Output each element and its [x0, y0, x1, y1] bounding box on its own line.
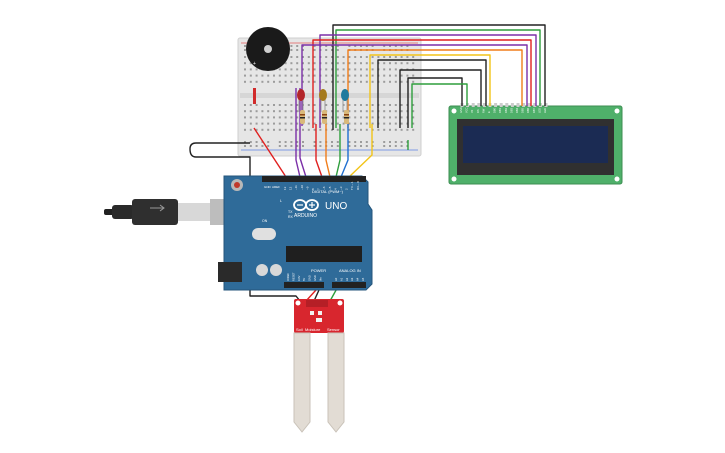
lcd-pin-label: E: [487, 111, 491, 113]
analog-pin-label: A4: [356, 277, 360, 281]
sensor-label-sensor: Sensor: [327, 327, 340, 332]
aref-label: AREF: [272, 185, 280, 189]
digital-pin-label: 7: [317, 188, 321, 190]
on-led-label: ON: [262, 219, 268, 223]
lcd-pin: [494, 103, 498, 107]
analog-pin-label: A5: [361, 277, 365, 281]
digital-pin-label: TX→1: [350, 181, 354, 190]
digital-pin-label: 2: [345, 188, 349, 190]
lcd-pin-label: DB6: [526, 107, 530, 113]
lcd-pin: [533, 103, 537, 107]
lcd-pin-label: DB0: [493, 107, 497, 113]
power-header: [284, 282, 324, 288]
lcd-pin-label: LED: [543, 108, 547, 113]
lcd-pin-label: DB4: [515, 107, 519, 113]
lcd-pin: [510, 103, 514, 107]
lcd-pin-label: DB3: [509, 107, 513, 113]
lcd-pin-label: GND: [459, 107, 463, 113]
arduino-logo-icon: [293, 199, 319, 211]
power-header-label: POWER: [311, 268, 326, 273]
lcd-pin-label: V0: [470, 109, 474, 113]
digital-pin-label: ~3: [339, 186, 343, 190]
analog-header-label: ANALOG IN: [339, 268, 361, 273]
soil-moisture-sensor: Soil Moisture Sensor: [293, 299, 345, 433]
rx-label: RX: [288, 215, 294, 219]
lcd-pin: [471, 103, 475, 107]
digital-pin-label: 13: [283, 186, 287, 190]
svg-text:+: +: [253, 61, 256, 67]
power-pin-label: RESET: [291, 272, 295, 281]
digital-pin-label: ~11: [294, 185, 298, 190]
dc-jack: [218, 262, 242, 282]
digital-header-label: DIGITAL (PWM~): [312, 189, 344, 194]
digital-pin-label: 4: [333, 188, 337, 190]
digital-pin-label: 12: [289, 186, 293, 190]
lcd-screen: [463, 126, 608, 163]
piezo-buzzer: +: [246, 27, 290, 71]
sensor-label-moisture: Moisture: [305, 327, 321, 332]
arduino-brand: ARDUINO: [294, 213, 317, 219]
sensor-label-soil: Soil: [296, 327, 303, 332]
lcd-pin: [477, 103, 481, 107]
digital-pin-label: RX←0: [356, 181, 360, 190]
atmega-chip: [286, 246, 362, 262]
gnd-label: GND: [264, 185, 272, 189]
digital-pin-label: 8: [311, 188, 315, 190]
digital-pin-label: ~6: [322, 186, 326, 190]
lcd-pin: [482, 103, 486, 107]
power-pin-label: Vin: [318, 277, 322, 281]
lcd-pin: [544, 103, 548, 107]
analog-pin-label: A3: [350, 277, 354, 281]
lcd-pin: [522, 103, 526, 107]
lcd-pin: [527, 103, 531, 107]
lcd-pin-label: DB1: [498, 107, 502, 113]
power-pin-label: 3.3V: [297, 275, 301, 281]
lcd-pin: [516, 103, 520, 107]
digital-pin-label: ~10: [300, 185, 304, 190]
analog-header: [332, 282, 366, 288]
l-led-label: L: [280, 199, 282, 203]
reset-button: [234, 182, 240, 188]
lcd-pin-label: VCC: [465, 107, 469, 113]
lcd-pin-label: DB7: [532, 107, 536, 113]
power-pin-label: 5V: [302, 278, 306, 281]
analog-pin-label: A2: [345, 277, 349, 281]
digital-header: [262, 176, 366, 182]
lcd-pin-label: DB5: [521, 107, 525, 113]
red-indicator: [253, 88, 256, 104]
lcd-pin: [505, 103, 509, 107]
digital-pin-label: ~5: [328, 186, 332, 190]
lcd-pin: [499, 103, 503, 107]
lcd-pin-label: RS: [476, 109, 480, 113]
power-pin-label: GND: [313, 275, 317, 281]
wires: [189, 24, 546, 302]
arduino-model: UNO: [325, 201, 347, 212]
resistors: [300, 110, 349, 124]
analog-pin-label: A1: [339, 277, 343, 281]
analog-pin-label: A0: [334, 277, 338, 281]
power-pin-label: IOREF: [286, 273, 290, 281]
lcd-pin-label: DB2: [504, 107, 508, 113]
arduino-uno: ARDUINO UNO DIGITAL (PWM~) POWER ANALOG …: [218, 175, 373, 291]
digital-pin-label: ~9: [305, 186, 309, 190]
power-pin-label: GND: [308, 275, 312, 281]
tx-label: TX: [288, 210, 293, 214]
lcd-pin-label: RW: [481, 108, 485, 113]
led-blue: [341, 89, 349, 112]
lcd-pin-label: LED: [537, 108, 541, 113]
